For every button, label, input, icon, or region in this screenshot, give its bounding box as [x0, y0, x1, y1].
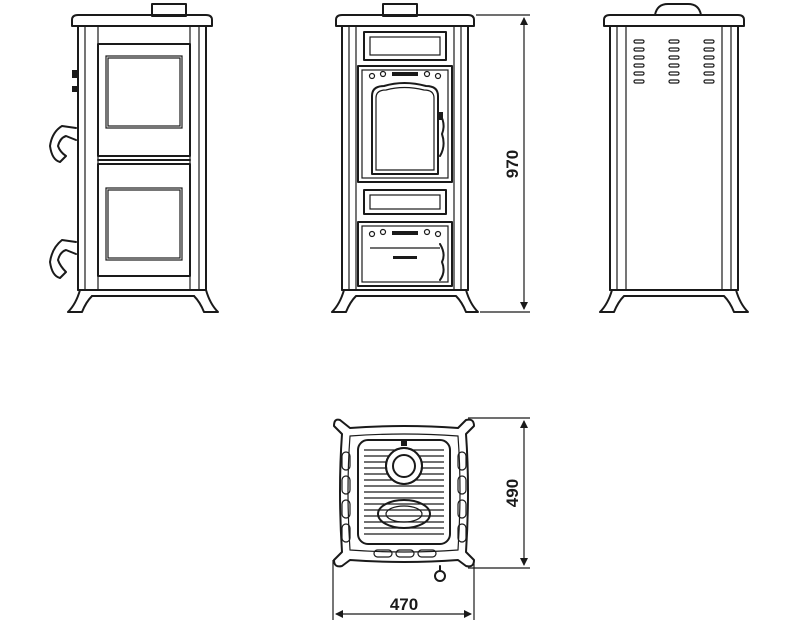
depth-dimension: 490 — [468, 417, 530, 569]
rear-vent-slots — [633, 39, 715, 84]
height-dimension: 970 — [476, 14, 530, 313]
height-label: 970 — [503, 150, 522, 178]
top-view — [333, 418, 475, 582]
vent-dots-bottom — [368, 228, 442, 238]
front-view — [331, 3, 479, 313]
vent-dots-top — [368, 70, 442, 80]
depth-label: 490 — [503, 479, 522, 507]
side-view — [49, 3, 219, 313]
width-dimension: 470 — [332, 560, 475, 620]
rear-view — [599, 3, 749, 313]
width-label: 470 — [390, 595, 418, 614]
